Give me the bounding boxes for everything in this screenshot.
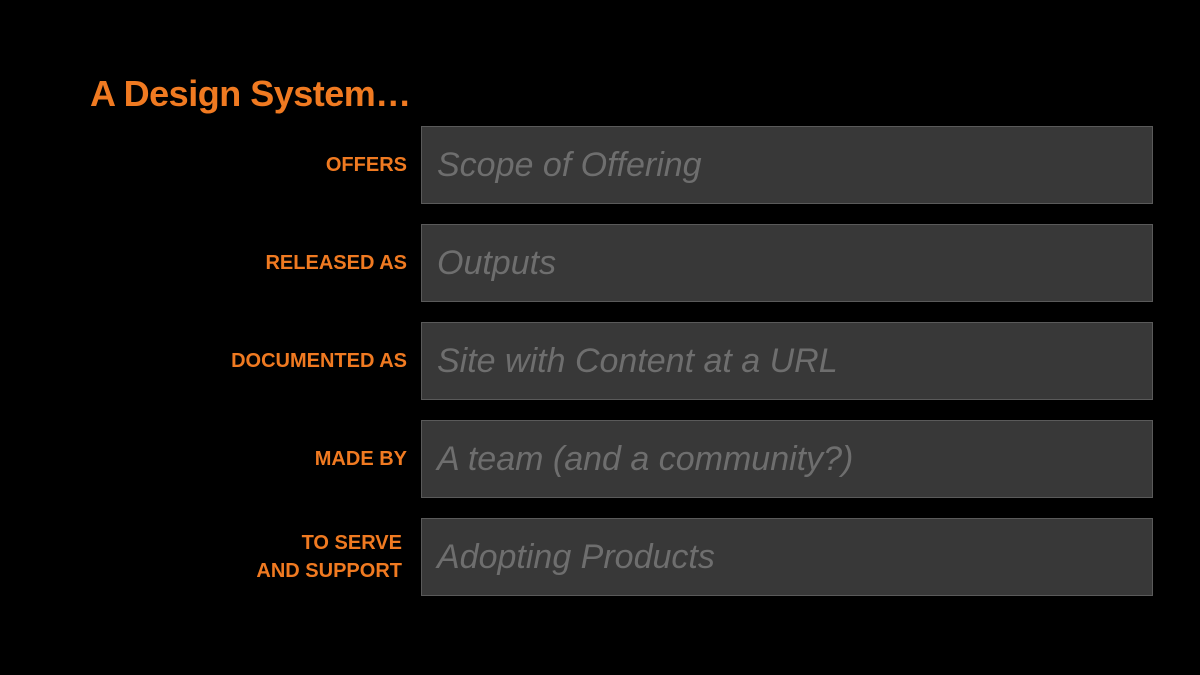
value-text: Site with Content at a URL (437, 341, 838, 380)
row-label: DOCUMENTED AS (231, 322, 407, 400)
row-label-line: RELEASED AS (265, 252, 407, 274)
row-label-line: AND SUPPORT (256, 560, 402, 582)
row-released-as: RELEASED AS Outputs (0, 224, 1200, 302)
row-made-by: MADE BY A team (and a community?) (0, 420, 1200, 498)
row-label: OFFERS (326, 126, 407, 204)
value-text: A team (and a community?) (437, 439, 854, 478)
row-label: RELEASED AS (265, 224, 407, 302)
row-label-line: OFFERS (325, 154, 407, 176)
row-documented-as: DOCUMENTED AS Site with Content at a URL (0, 322, 1200, 400)
row-label: MADE BY (315, 420, 407, 498)
value-text: Outputs (437, 243, 557, 282)
row-label-line: DOCUMENTED AS (231, 350, 407, 372)
value-text: Scope of Offering (437, 145, 702, 184)
row-label-line: TO SERVE (301, 532, 402, 554)
value-text: Adopting Products (437, 537, 715, 576)
value-box: Site with Content at a URL (421, 322, 1153, 400)
row-offers: OFFERS Scope of Offering (0, 126, 1200, 204)
value-box: A team (and a community?) (421, 420, 1153, 498)
row-label: TO SERVE AND SUPPORT (256, 518, 402, 596)
value-box: Scope of Offering (421, 126, 1153, 204)
slide-title: A Design System… (90, 73, 411, 114)
row-label-line: MADE BY (314, 448, 407, 470)
value-box: Outputs (421, 224, 1153, 302)
row-to-serve-and-support: TO SERVE AND SUPPORT Adopting Products (0, 518, 1200, 596)
value-box: Adopting Products (421, 518, 1153, 596)
